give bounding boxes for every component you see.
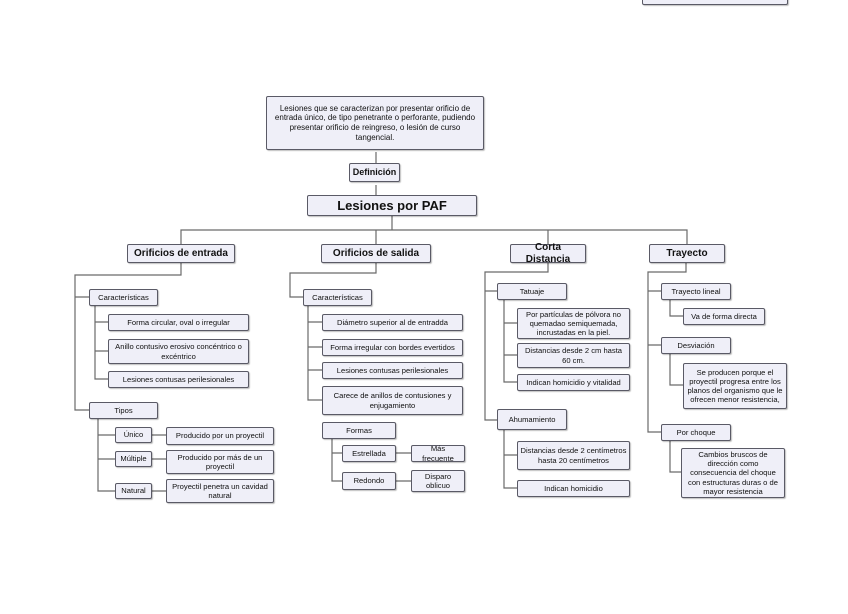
- salida-formas: Formas: [322, 422, 396, 439]
- tipo-desc: Proyectil penetra un cavidad natural: [166, 479, 274, 503]
- definition-node: Definición: [349, 163, 400, 182]
- salida-item: Forma irregular con bordes evertidos: [322, 339, 463, 356]
- tipo-name: Único: [115, 427, 152, 443]
- trayecto-desviacion: Desviación: [661, 337, 731, 354]
- entrada-item: Forma circular, oval o irregular: [108, 314, 249, 331]
- entrada-caracteristicas: Características: [89, 289, 158, 306]
- ahumamiento-node: Ahumamiento: [497, 409, 567, 430]
- clipped-top-box: [642, 0, 788, 5]
- definition-text: Lesiones que se caracterizan por present…: [266, 96, 484, 150]
- corta-node: Corta Distancia: [510, 242, 586, 265]
- trayecto-desviacion-desc: Se producen porque el proyectil progresa…: [683, 363, 787, 409]
- trayecto-node: Trayecto: [649, 244, 725, 263]
- tatuaje-item: Distancias desde 2 cm hasta 60 cm.: [517, 343, 630, 368]
- tipo-name: Natural: [115, 483, 152, 499]
- salida-node: Orificios de salida: [321, 244, 431, 263]
- salida-item: Lesiones contusas perilesionales: [322, 362, 463, 379]
- tatuaje-node: Tatuaje: [497, 283, 567, 300]
- entrada-item: Lesiones contusas perilesionales: [108, 371, 249, 388]
- tatuaje-item: Por partículas de pólvora no quemadao se…: [517, 308, 630, 339]
- entrada-tipos: Tipos: [89, 402, 158, 419]
- trayecto-choque: Por choque: [661, 424, 731, 441]
- forma-desc: Disparo oblicuo: [411, 470, 465, 492]
- salida-item: Diámetro superior al de entradda: [322, 314, 463, 331]
- salida-item: Carece de anillos de contusiones y enjug…: [322, 386, 463, 415]
- trayecto-choque-desc: Cambios bruscos de dirección como consec…: [681, 448, 785, 498]
- tatuaje-item: Indican homicidio y vitalidad: [517, 374, 630, 391]
- forma-name: Redondo: [342, 472, 396, 490]
- forma-desc: Más frecuente: [411, 444, 465, 463]
- tipo-desc: Producido por más de un proyectil: [166, 450, 274, 474]
- tipo-desc: Producido por un proyectil: [166, 427, 274, 445]
- salida-caracteristicas: Características: [303, 289, 372, 306]
- tipo-name: Múltiple: [115, 451, 152, 467]
- forma-name: Estrellada: [342, 445, 396, 462]
- trayecto-lineal: Trayecto lineal: [661, 283, 731, 300]
- trayecto-lineal-desc: Va de forma directa: [683, 308, 765, 325]
- entrada-item: Anillo contusivo erosivo concéntrico o e…: [108, 339, 249, 364]
- ahumamiento-item: Indican homicidio: [517, 480, 630, 497]
- ahumamiento-item: Distancias desde 2 centímetros hasta 20 …: [517, 441, 630, 470]
- root-node: Lesiones por PAF: [307, 195, 477, 216]
- entrada-node: Orificios de entrada: [127, 244, 235, 263]
